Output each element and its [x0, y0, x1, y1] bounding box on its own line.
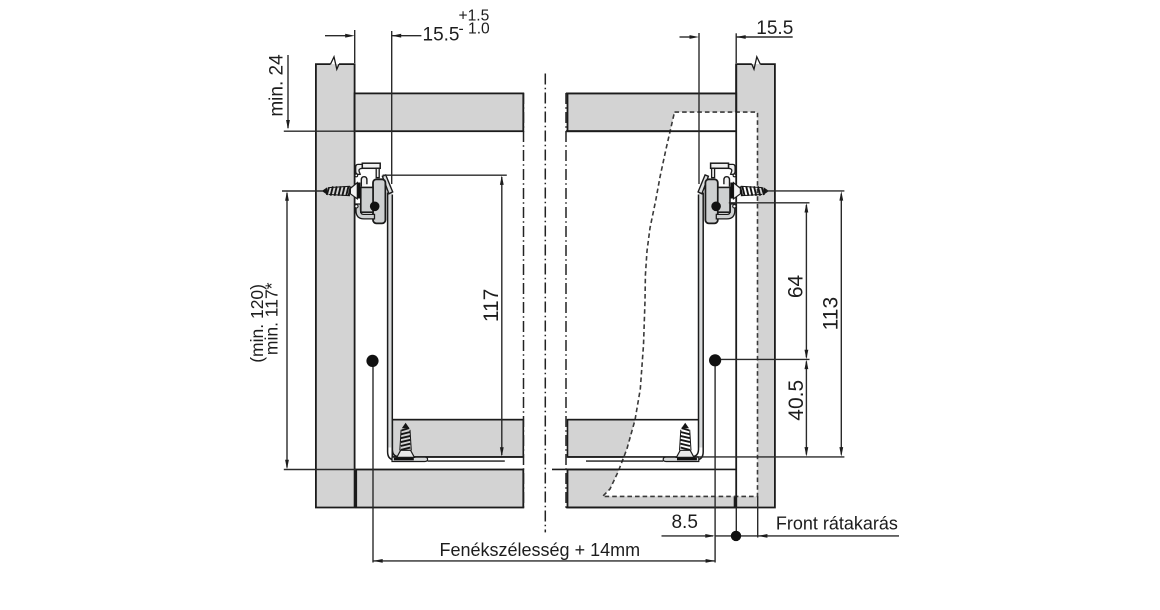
svg-text:113: 113: [820, 297, 843, 330]
svg-text:8.5: 8.5: [671, 512, 697, 533]
svg-text:15.5: 15.5: [423, 25, 460, 46]
svg-text:(min. 120): (min. 120): [247, 284, 267, 363]
svg-text:40.5: 40.5: [785, 380, 808, 421]
svg-text:15.5: 15.5: [756, 18, 793, 39]
svg-text:64: 64: [785, 275, 808, 299]
svg-text:+1.5: +1.5: [459, 8, 490, 25]
svg-text:min. 24: min. 24: [267, 54, 288, 117]
svg-text:- 1.0: - 1.0: [459, 21, 491, 38]
svg-text:117: 117: [480, 289, 503, 322]
svg-text:min. 117*: min. 117*: [261, 282, 281, 355]
svg-text:Fenékszélesség + 14mm: Fenékszélesség + 14mm: [440, 540, 641, 560]
svg-text:Front rátakarás: Front rátakarás: [776, 514, 898, 534]
